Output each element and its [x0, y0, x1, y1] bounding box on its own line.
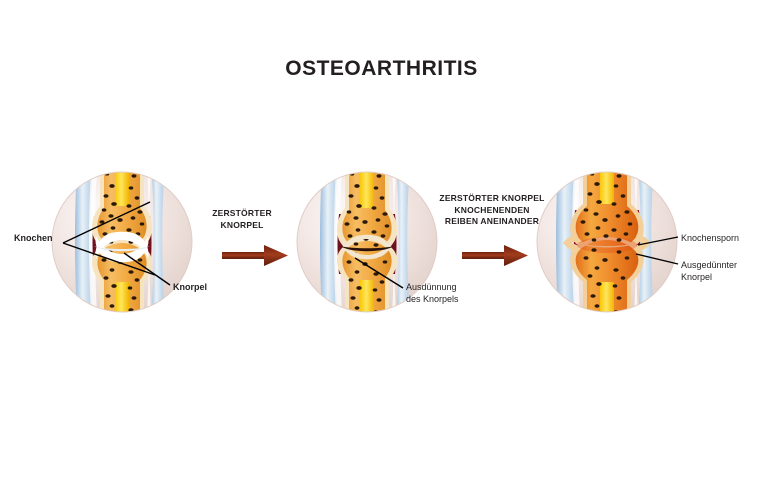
- label-knochen: Knochen: [14, 233, 53, 243]
- stage-healthy-joint: [34, 154, 210, 330]
- reflection-advanced: [519, 330, 695, 450]
- label-knorpel: Knorpel: [173, 282, 208, 292]
- lower-cartilage-thin: [341, 234, 393, 253]
- arrow-1-caption: ZERSTÖRTER KNORPEL: [212, 208, 272, 230]
- lower-marrow: [115, 282, 129, 312]
- stage-cartilage-thinning-joint: [279, 154, 455, 330]
- label-ausgeduennter-knorpel: Ausgedünnter Knorpel: [681, 260, 738, 282]
- upper-cartilage-thin: [341, 240, 393, 260]
- page-title: OSTEOARTHRITIS: [285, 57, 478, 80]
- bone-contact-line: [578, 243, 636, 248]
- osteophyte-upper-left: [563, 234, 579, 244]
- label-knochensporn: Knochensporn: [681, 233, 740, 243]
- label-ausduennung-des-knorpels: Ausdünnung des Knorpels: [406, 282, 459, 304]
- osteophyte-lower-left: [563, 242, 579, 252]
- reflection-healthy: [34, 330, 210, 450]
- progression-arrow-2: [462, 240, 530, 274]
- upper-marrow: [115, 172, 129, 206]
- stage-bone-on-bone-joint: [519, 154, 695, 330]
- progression-arrow-1: [222, 240, 290, 274]
- reflection-thinning: [279, 330, 455, 450]
- arrow-2-caption: ZERSTÖRTER KNORPEL KNOCHENENDEN REIBEN A…: [439, 193, 545, 226]
